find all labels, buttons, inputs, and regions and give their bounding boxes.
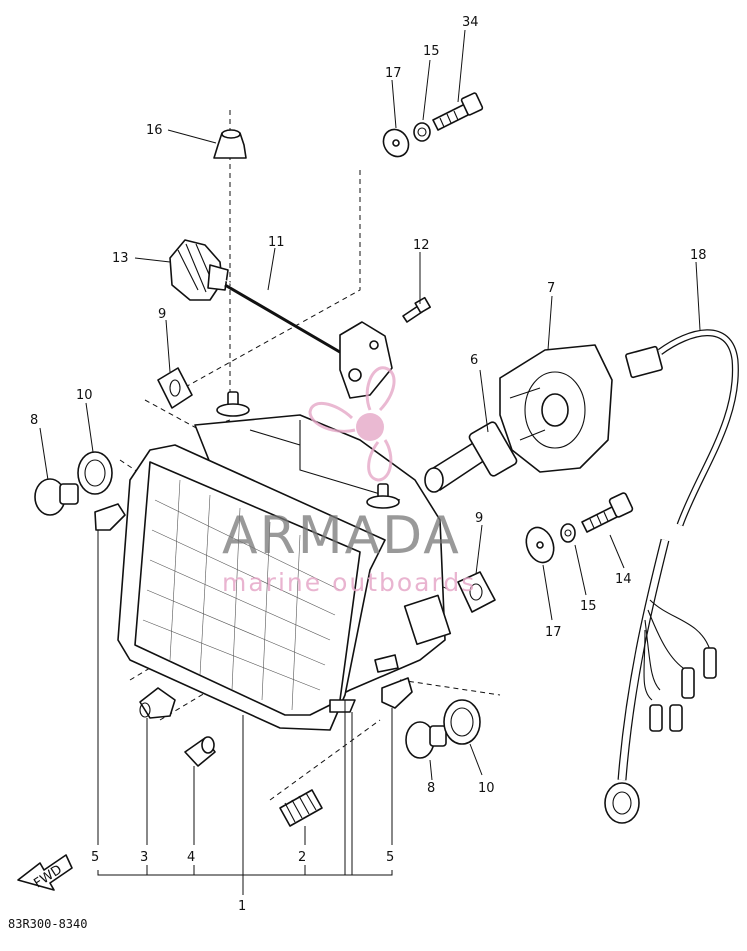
callout-11: 11 xyxy=(268,235,285,250)
callout-5-left: 5 xyxy=(91,850,99,865)
callout-18: 18 xyxy=(690,248,707,263)
callout-1: 1 xyxy=(238,899,246,914)
callout-8-left: 8 xyxy=(30,413,38,428)
callout-16: 16 xyxy=(146,123,163,138)
adjuster-knob-part13 xyxy=(169,239,229,301)
callout-13: 13 xyxy=(112,251,129,266)
headlight-housing xyxy=(117,391,452,731)
callout-15-top: 15 xyxy=(423,44,440,59)
grommet-top-part16 xyxy=(213,129,247,159)
wire-harness-part18 xyxy=(604,329,739,824)
grommet-left-part9 xyxy=(157,367,193,409)
callout-15-right: 15 xyxy=(580,599,597,614)
nut-right-part15 xyxy=(560,523,576,543)
cap-right-part10 xyxy=(443,699,481,745)
callout-9-left: 9 xyxy=(158,307,166,322)
callout-10-right: 10 xyxy=(478,781,495,796)
watermark: ARMADA marine outboards xyxy=(222,366,476,597)
bulb-part6 xyxy=(424,421,531,493)
part-callouts: 34 15 17 16 13 11 12 18 7 9 6 10 8 9 14 … xyxy=(30,15,707,914)
washer-right-part17 xyxy=(525,526,555,564)
watermark-brand: ARMADA xyxy=(222,506,461,566)
drawing-code: 83R300-8340 xyxy=(8,917,87,931)
callout-3: 3 xyxy=(140,850,148,865)
callout-14: 14 xyxy=(615,572,632,587)
bolt-right-part14 xyxy=(581,492,634,533)
callout-5-right: 5 xyxy=(386,850,394,865)
washer-top-part17 xyxy=(382,128,410,158)
damper-left-part8 xyxy=(34,478,79,516)
cap-left-part10 xyxy=(77,451,113,495)
spring-part2 xyxy=(279,789,323,827)
clip-right-part5 xyxy=(381,677,413,709)
cap-part4 xyxy=(184,736,216,767)
callout-10-left: 10 xyxy=(76,388,93,403)
callout-17-right: 17 xyxy=(545,625,562,640)
grommet-right-part9 xyxy=(457,571,496,613)
callout-17-top: 17 xyxy=(385,66,402,81)
callout-4: 4 xyxy=(187,850,195,865)
clip-left-part5 xyxy=(94,503,126,531)
watermark-logo-icon xyxy=(308,366,396,482)
adjuster-rod-part11 xyxy=(224,279,346,357)
bolt-top-part34 xyxy=(432,92,484,131)
watermark-tagline: marine outboards xyxy=(222,568,476,597)
callout-8-right: 8 xyxy=(427,781,435,796)
callout-9-right: 9 xyxy=(475,511,483,526)
adjuster-bracket xyxy=(339,321,393,399)
fwd-arrow: FWD xyxy=(17,854,73,891)
screw-part12 xyxy=(402,296,431,323)
callout-7: 7 xyxy=(547,281,555,296)
damper-right-part8 xyxy=(405,721,447,759)
leader-lines xyxy=(39,29,701,895)
bulb-cover-part7 xyxy=(499,344,613,473)
callout-6: 6 xyxy=(470,353,478,368)
callout-2: 2 xyxy=(298,850,306,865)
callout-34: 34 xyxy=(462,15,479,30)
nut-top-part15 xyxy=(413,122,431,142)
callout-12: 12 xyxy=(413,238,430,253)
bulb-socket-part3 xyxy=(139,687,176,719)
